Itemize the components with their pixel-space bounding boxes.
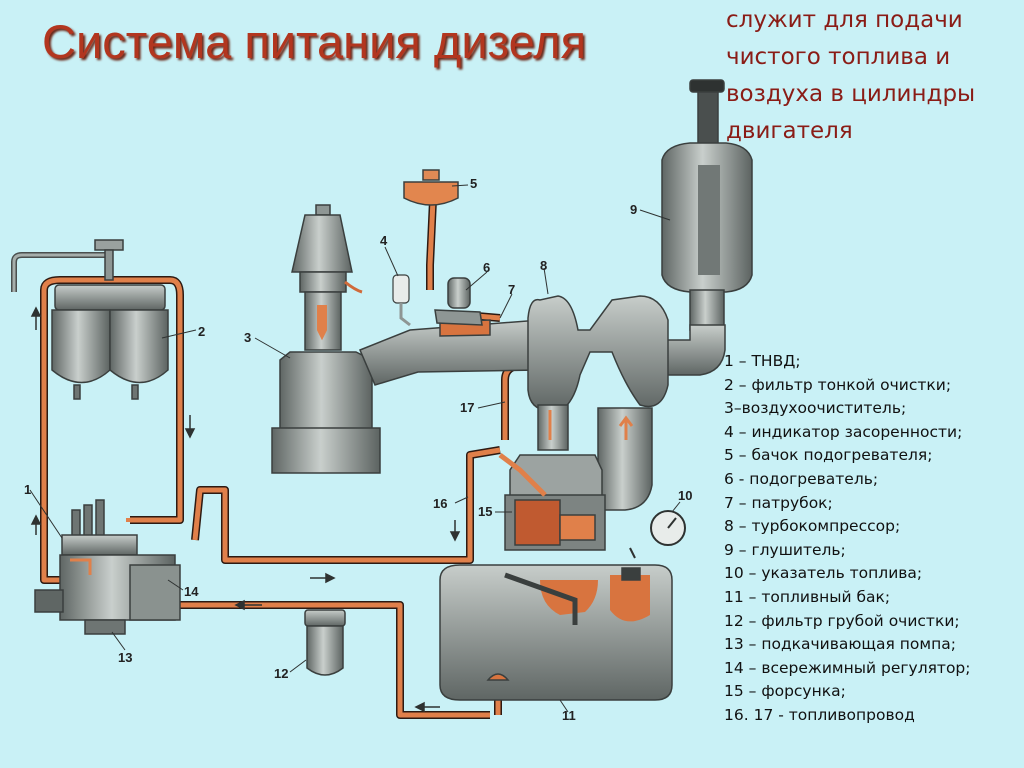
legend-item: 16. 17 - топливопровод xyxy=(724,705,915,724)
clogging-indicator xyxy=(392,274,411,327)
callout-2: 2 xyxy=(198,324,205,339)
intake-pipe xyxy=(359,319,541,386)
callout-7: 7 xyxy=(508,282,515,297)
slide-subtitle: служит для подачи чистого топлива и возд… xyxy=(726,7,976,144)
legend-item: 1 – ТНВД; xyxy=(724,352,801,370)
fuel-gauge xyxy=(629,510,686,559)
fuel-line-return xyxy=(41,290,60,583)
callout-numbers: 1 2 3 4 5 6 7 8 9 10 11 12 13 14 15 16 1… xyxy=(24,176,692,723)
legend-item: 8 – турбокомпрессор; xyxy=(724,517,901,536)
legend-item: 7 – патрубок; xyxy=(724,493,833,512)
callout-12: 12 xyxy=(274,666,288,681)
callout-11: 11 xyxy=(562,708,576,723)
legend-item: 14 – всережимный регулятор; xyxy=(724,658,971,677)
callout-14: 14 xyxy=(184,584,199,599)
component-legend: 1 – ТНВД; 2 – фильтр тонкой очистки; 3–в… xyxy=(724,350,1020,728)
leader-lines xyxy=(29,184,681,713)
callout-9: 9 xyxy=(630,202,637,217)
legend-item: 9 – глушитель; xyxy=(724,540,846,559)
legend-item: 13 – подкачивающая помпа; xyxy=(724,635,956,654)
slide-title: Система питания дизеля xyxy=(42,15,587,68)
fuel-line-16 xyxy=(192,447,501,563)
legend-item: 10 – указатель топлива; xyxy=(724,564,923,583)
flow-arrows xyxy=(30,306,461,713)
callout-5: 5 xyxy=(470,176,477,191)
legend-item: 4 – индикатор засоренности; xyxy=(724,422,963,441)
fuel-line-fine-filter xyxy=(41,277,183,523)
air-cleaner xyxy=(271,204,381,474)
coarse-filter xyxy=(304,609,346,676)
legend-item: 11 – топливный бак; xyxy=(724,587,891,606)
injector xyxy=(498,453,606,551)
fuel-line-tank-feed xyxy=(178,602,490,718)
heater xyxy=(434,277,483,326)
legend-item: 6 - подогреватель; xyxy=(724,469,879,488)
legend-item: 12 – фильтр грубой очистки; xyxy=(724,611,960,630)
callout-3: 3 xyxy=(244,330,251,345)
fuel-tank xyxy=(439,564,673,701)
legend-item: 5 – бачок подогревателя; xyxy=(724,446,933,465)
callout-4: 4 xyxy=(380,233,388,248)
injection-pump xyxy=(34,499,181,635)
legend-item: 15 – форсунка; xyxy=(724,682,846,701)
callout-6: 6 xyxy=(483,260,490,275)
callout-10: 10 xyxy=(678,488,692,503)
heater-line xyxy=(427,199,436,290)
callout-15: 15 xyxy=(478,504,492,519)
muffler xyxy=(661,79,753,331)
heater-tank xyxy=(403,169,459,206)
fine-filter xyxy=(51,239,169,400)
callout-8: 8 xyxy=(540,258,547,273)
callout-16: 16 xyxy=(433,496,447,511)
legend-item: 3–воздухоочиститель; xyxy=(724,399,907,418)
callout-17: 17 xyxy=(460,400,474,415)
legend-item: 2 – фильтр тонкой очистки; xyxy=(724,375,952,394)
turbocharger xyxy=(527,295,669,511)
callout-1: 1 xyxy=(24,482,31,497)
exhaust-elbow xyxy=(661,324,726,376)
callout-13: 13 xyxy=(118,650,132,665)
